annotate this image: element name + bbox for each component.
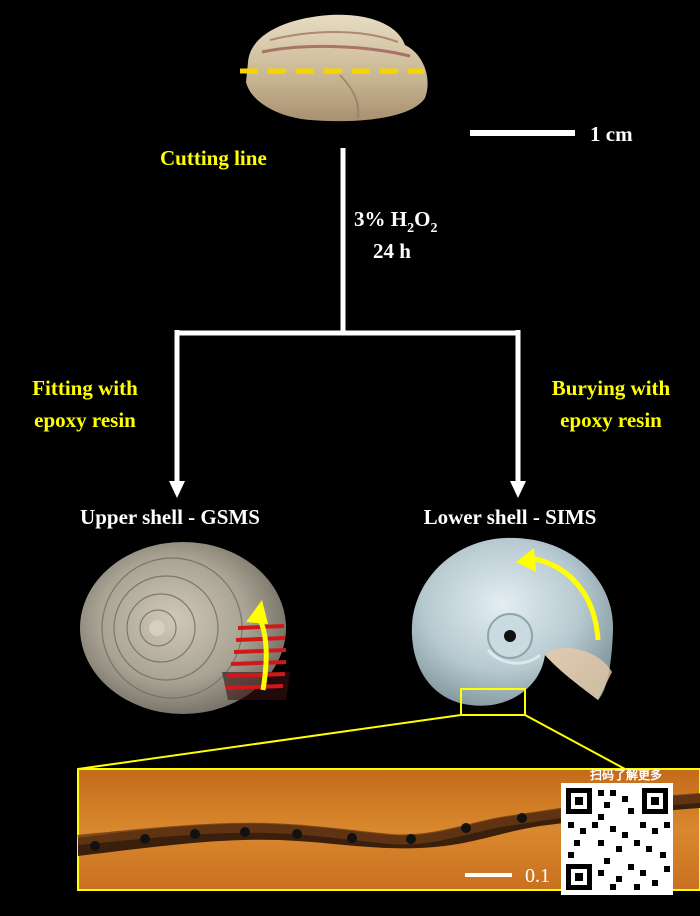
lower-shell-image — [411, 537, 614, 706]
upper-shell-image — [80, 542, 290, 714]
right-arrow-head — [510, 481, 526, 498]
zoom-region-box — [460, 688, 526, 716]
flow-connector — [174, 148, 521, 482]
left-branch-line2: epoxy resin — [34, 408, 136, 432]
whole-shell-image — [246, 14, 428, 122]
right-branch-line2: epoxy resin — [560, 408, 662, 432]
treatment-label: 3% H2O2 — [354, 207, 437, 236]
lower-shell-title: Lower shell - SIMS — [424, 505, 597, 529]
left-arrow-head — [169, 481, 185, 498]
left-branch-line1: Fitting with — [32, 376, 138, 400]
zoom-connector-left — [77, 714, 462, 770]
upper-shell-title: Upper shell - GSMS — [80, 505, 260, 529]
qr-code[interactable] — [561, 783, 673, 895]
growth-arrow-head — [516, 548, 536, 572]
qr-caption: 扫码了解更多 — [590, 767, 662, 782]
growth-direction-arrow — [529, 555, 601, 641]
scale-bar-label: 1 cm — [590, 122, 633, 146]
zoom-connector-right — [524, 714, 626, 770]
micrograph-scale-label: 0.1 — [525, 865, 550, 887]
treatment-duration: 24 h — [373, 239, 411, 263]
right-branch-line1: Burying with — [552, 376, 671, 400]
growth-arrow-head — [246, 600, 268, 624]
cutting-line-label: Cutting line — [160, 146, 267, 170]
